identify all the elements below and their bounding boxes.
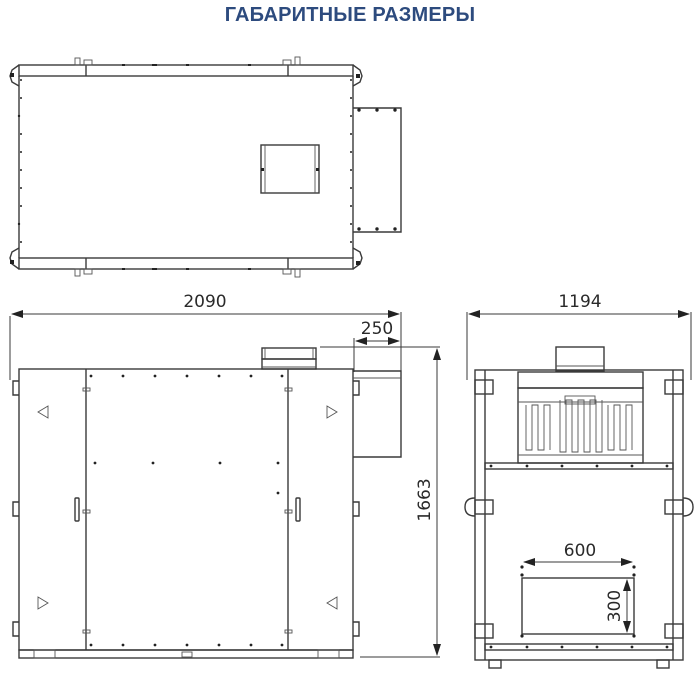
dim-opening-height: 300 <box>605 590 625 622</box>
front-view: 2090 250 1663 <box>9 292 441 659</box>
side-view: 1194 <box>464 292 694 669</box>
page-title: ГАБАРИТНЫЕ РАЗМЕРЫ <box>224 4 476 26</box>
airflow-arrow-icon <box>326 596 338 610</box>
airflow-arrow-icon <box>37 596 49 610</box>
dim-overall-height: 1663 <box>415 478 435 521</box>
dim-extension-width: 250 <box>361 319 393 339</box>
airflow-arrow-icon <box>326 405 338 419</box>
dim-opening-width: 600 <box>564 541 596 561</box>
dim-overall-width: 1194 <box>558 292 601 312</box>
airflow-arrow-icon <box>37 405 49 419</box>
top-view <box>9 56 402 278</box>
dim-overall-length: 2090 <box>183 292 226 312</box>
